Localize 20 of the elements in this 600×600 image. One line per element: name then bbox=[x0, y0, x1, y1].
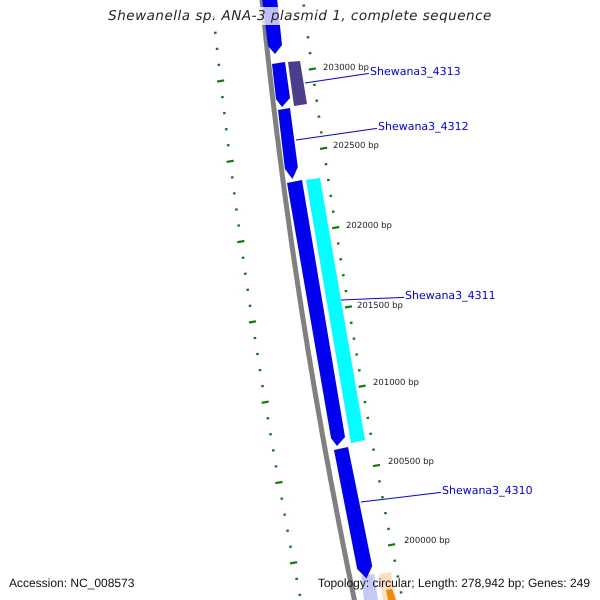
leader-line bbox=[340, 296, 404, 300]
gene-feature bbox=[288, 61, 307, 106]
scale-label: 200000 bp bbox=[404, 536, 450, 547]
scale-label: 202000 bp bbox=[346, 221, 392, 232]
footer-text: Accession: NC_008573 bbox=[9, 576, 134, 590]
gene-label: Shewana3_4310 bbox=[442, 484, 533, 498]
gene-label: Shewana3_4311 bbox=[405, 289, 496, 303]
scale-label: 202500 bp bbox=[333, 141, 379, 152]
gene-feature bbox=[278, 108, 298, 179]
gene-label: Shewana3_4312 bbox=[378, 120, 469, 134]
scale-label: 201500 bp bbox=[357, 301, 403, 312]
leader-line bbox=[304, 72, 370, 84]
scale-label: 201000 bp bbox=[373, 378, 419, 389]
leader-line bbox=[296, 128, 378, 140]
leader-line bbox=[360, 492, 442, 502]
gene-feature bbox=[334, 447, 372, 578]
gene-label: Shewana3_4313 bbox=[370, 65, 461, 79]
scale-label: 200500 bp bbox=[388, 457, 434, 468]
footer-text: Topology: circular; Length: 278,942 bp; Genes: 249 bbox=[318, 576, 590, 590]
scale-label: 203000 bp bbox=[323, 63, 369, 74]
